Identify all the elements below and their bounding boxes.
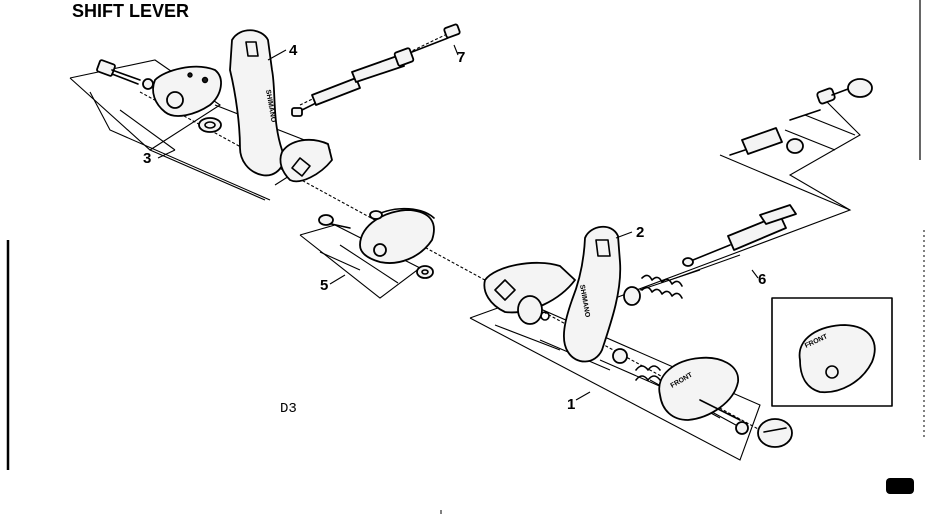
return-spring [612, 274, 683, 381]
callout-5: 5 [320, 277, 328, 294]
callout-7: 7 [457, 49, 465, 66]
callout-4: 4 [289, 42, 298, 59]
callout-1: 1 [567, 396, 575, 413]
cable-adjuster [682, 204, 797, 267]
indicator-cover: FRONT [658, 356, 741, 421]
figure-code: D3 [280, 401, 297, 417]
inset-detail: FRONT [771, 297, 893, 407]
bushing [517, 295, 550, 325]
clamp-band [318, 207, 435, 279]
cable-end-cap [729, 78, 873, 156]
index-plate-upper [279, 138, 333, 183]
scan-edge-marks [6, 0, 925, 514]
inner-cable [291, 23, 461, 117]
callout-leaders [157, 44, 759, 401]
callout-6: 6 [758, 271, 766, 288]
lever-bracket-upper [152, 65, 222, 133]
diagram-title: SHIFT LEVER [72, 1, 189, 21]
callout-3: 3 [143, 150, 151, 167]
callout-2: 2 [636, 224, 644, 241]
cover-screw-cap [735, 418, 793, 448]
index-plate-lower [483, 261, 576, 314]
shift-lever-lower: SHIMANO [563, 225, 622, 363]
mounting-bolt [96, 59, 154, 90]
shift-lever-upper: SHIMANO [229, 29, 285, 177]
